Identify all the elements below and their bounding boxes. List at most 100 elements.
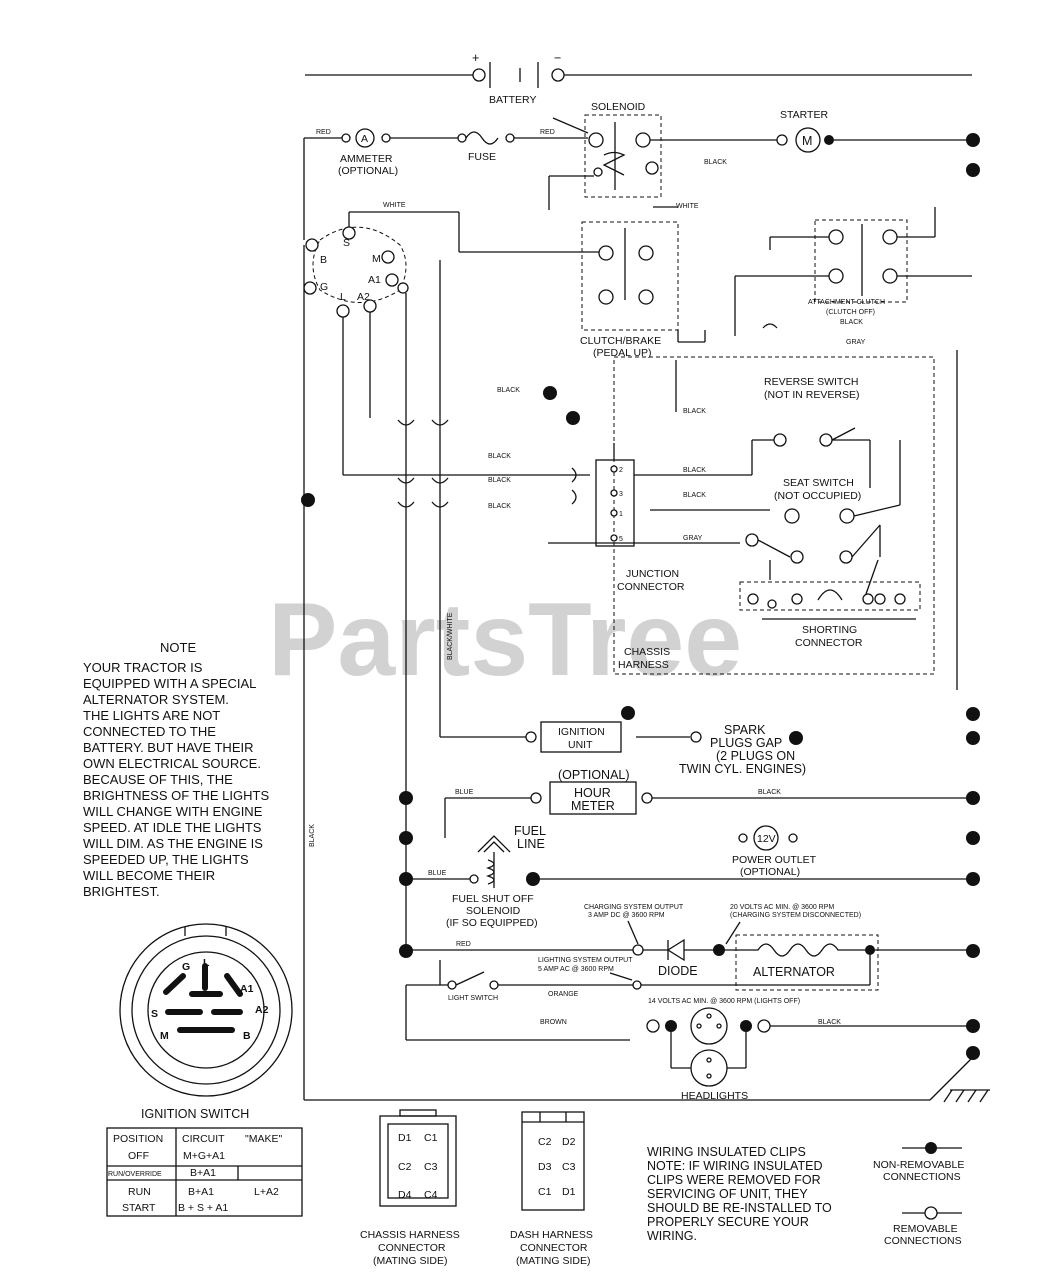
- ignition-unit: IGNITION UNIT: [525, 706, 635, 753]
- solenoid: SOLENOID: [548, 101, 662, 210]
- attachment-clutch-switch: ATTACHMENT CLUTCH (CLUTCH OFF): [808, 219, 908, 316]
- table-header-make: "MAKE": [245, 1133, 282, 1145]
- note-line: OWN ELECTRICAL SOURCE.: [83, 756, 261, 771]
- ignition-face-a1: A1: [240, 983, 254, 995]
- table-cell: B+A1: [190, 1167, 216, 1179]
- wire-color-black-hl: BLACK: [818, 1019, 841, 1026]
- lighting-output-rating: 5 AMP AC @ 3600 RPM: [538, 966, 614, 973]
- volts-20-label: 20 VOLTS AC MIN. @ 3600 RPM: [730, 904, 834, 911]
- ignition-face-a2: A2: [255, 1004, 269, 1016]
- charging-output-rating: 3 AMP DC @ 3600 RPM: [588, 912, 665, 919]
- legend-removable: REMOVABLE: [893, 1223, 958, 1235]
- wire-color-white-1: WHITE: [383, 202, 406, 209]
- fuel-shutoff-label: FUEL SHUT OFF: [452, 893, 534, 905]
- ammeter-optional: (OPTIONAL): [338, 165, 398, 177]
- starter: STARTER M: [776, 109, 834, 153]
- power-outlet: 12V POWER OUTLET (OPTIONAL): [732, 825, 817, 878]
- terminal-b: B: [320, 254, 327, 266]
- pin: D3: [538, 1161, 552, 1173]
- pin: C3: [562, 1161, 576, 1173]
- headlights: HEADLIGHTS: [646, 1007, 771, 1102]
- note-line: BECAUSE OF THIS, THE: [83, 772, 233, 787]
- note-line: SPEED. AT IDLE THE LIGHTS: [83, 820, 262, 835]
- table-cell: B+A1: [188, 1186, 214, 1198]
- wire-color-red-3: RED: [456, 941, 471, 948]
- clips-note-line: WIRING.: [647, 1229, 697, 1243]
- wire-color-black-white: BLACK/WHITE: [447, 612, 454, 660]
- ignition-unit-label-2: UNIT: [568, 739, 593, 751]
- shorting-connector-label-2: CONNECTOR: [795, 637, 863, 649]
- fuse: FUSE: [457, 131, 515, 163]
- note-line: THE LIGHTS ARE NOT: [83, 708, 220, 723]
- pin: C3: [424, 1161, 438, 1173]
- table-cell: OFF: [128, 1150, 149, 1162]
- chassis-connector-label-3: (MATING SIDE): [373, 1255, 447, 1267]
- note-title: NOTE: [160, 640, 196, 655]
- wire-color-black-j1: BLACK: [488, 453, 511, 460]
- wire-color-gray-2: GRAY: [683, 535, 703, 542]
- wire-color-blue-2: BLUE: [428, 870, 447, 877]
- ignition-switch-terminals: S M B A1 G L A2: [303, 226, 409, 318]
- hour-meter-optional: (OPTIONAL): [558, 768, 630, 782]
- watermark: PartsTree: [268, 582, 742, 698]
- svg-text:2: 2: [619, 467, 623, 474]
- note-line: BRIGHTNESS OF THE LIGHTS: [83, 788, 269, 803]
- chassis-harness-label-2: HARNESS: [618, 659, 669, 671]
- note-line: CONNECTED TO THE: [83, 724, 216, 739]
- table-cell: START: [122, 1202, 156, 1214]
- table-cell: M+G+A1: [183, 1150, 225, 1162]
- ignition-face-s: S: [151, 1008, 158, 1020]
- spark-plugs-note: (2 PLUGS ON: [716, 749, 795, 763]
- shorting-connector: SHORTING CONNECTOR: [739, 559, 921, 649]
- attachment-clutch-label: ATTACHMENT CLUTCH: [808, 299, 885, 306]
- clips-note: WIRING INSULATED CLIPS NOTE: IF WIRING I…: [647, 1145, 832, 1243]
- seat-switch-state: (NOT OCCUPIED): [774, 490, 861, 502]
- ignition-unit-label: IGNITION: [558, 726, 605, 738]
- battery-label: BATTERY: [489, 94, 536, 106]
- fuel-shutoff-label-2: SOLENOID: [466, 905, 521, 917]
- wire-color-blue-1: BLUE: [455, 789, 474, 796]
- reverse-switch-label: REVERSE SWITCH: [764, 376, 859, 388]
- chassis-harness-connector: D1 C1 C2 C3 D4 C4 CHASSIS HARNESS CONNEC…: [360, 1109, 460, 1267]
- pin: C2: [538, 1136, 552, 1148]
- pin: D1: [562, 1186, 576, 1198]
- legend-non-removable: NON-REMOVABLE: [873, 1159, 964, 1171]
- table-cell: B + S + A1: [178, 1202, 228, 1214]
- wire-color-red-1: RED: [316, 129, 331, 136]
- battery: + − BATTERY: [305, 51, 972, 106]
- wire-color-black-top: BLACK: [704, 159, 727, 166]
- ignition-face-g: G: [182, 961, 190, 973]
- ammeter-label: AMMETER: [340, 153, 393, 165]
- ammeter-symbol: A: [361, 133, 368, 145]
- ignition-face-m: M: [160, 1030, 169, 1042]
- dash-connector-label-2: CONNECTOR: [520, 1242, 588, 1254]
- fuse-label: FUSE: [468, 151, 496, 163]
- pin: D1: [398, 1132, 412, 1144]
- ignition-face-l: L: [203, 957, 210, 969]
- headlights-label: HEADLIGHTS: [681, 1090, 748, 1102]
- wire-color-black-att: BLACK: [840, 319, 863, 326]
- legend-removable-2: CONNECTIONS: [884, 1235, 962, 1247]
- ignition-switch-table: POSITION CIRCUIT "MAKE" OFF M+G+A1 RUN/O…: [106, 1127, 303, 1217]
- dash-connector-label: DASH HARNESS: [510, 1229, 593, 1241]
- wire-color-black-j2: BLACK: [488, 477, 511, 484]
- wire-color-red-2: RED: [540, 129, 555, 136]
- fuel-line-label: FUEL: [514, 824, 546, 838]
- spark-plugs-note-2: TWIN CYL. ENGINES): [679, 762, 806, 776]
- wire-color-black-j4: BLACK: [683, 467, 706, 474]
- note-line: WILL CHANGE WITH ENGINE: [83, 804, 263, 819]
- svg-text:5: 5: [619, 536, 623, 543]
- clutch-brake-label: CLUTCH/BRAKE: [580, 335, 661, 347]
- wire-color-orange: ORANGE: [548, 991, 579, 998]
- pin: C1: [538, 1186, 552, 1198]
- alternator: ALTERNATOR: [725, 934, 972, 991]
- ground-symbol: [943, 1089, 990, 1103]
- diode-label: DIODE: [658, 964, 698, 978]
- wire-color-black-j0: BLACK: [497, 387, 520, 394]
- power-outlet-optional: (OPTIONAL): [740, 866, 800, 878]
- legend: NON-REMOVABLE CONNECTIONS REMOVABLE CONN…: [873, 1142, 964, 1247]
- junction-connector-label: JUNCTION: [626, 568, 679, 580]
- note-line: WILL BECOME THEIR: [83, 868, 215, 883]
- note-line: BRIGHTEST.: [83, 884, 160, 899]
- table-header-position: POSITION: [113, 1133, 163, 1145]
